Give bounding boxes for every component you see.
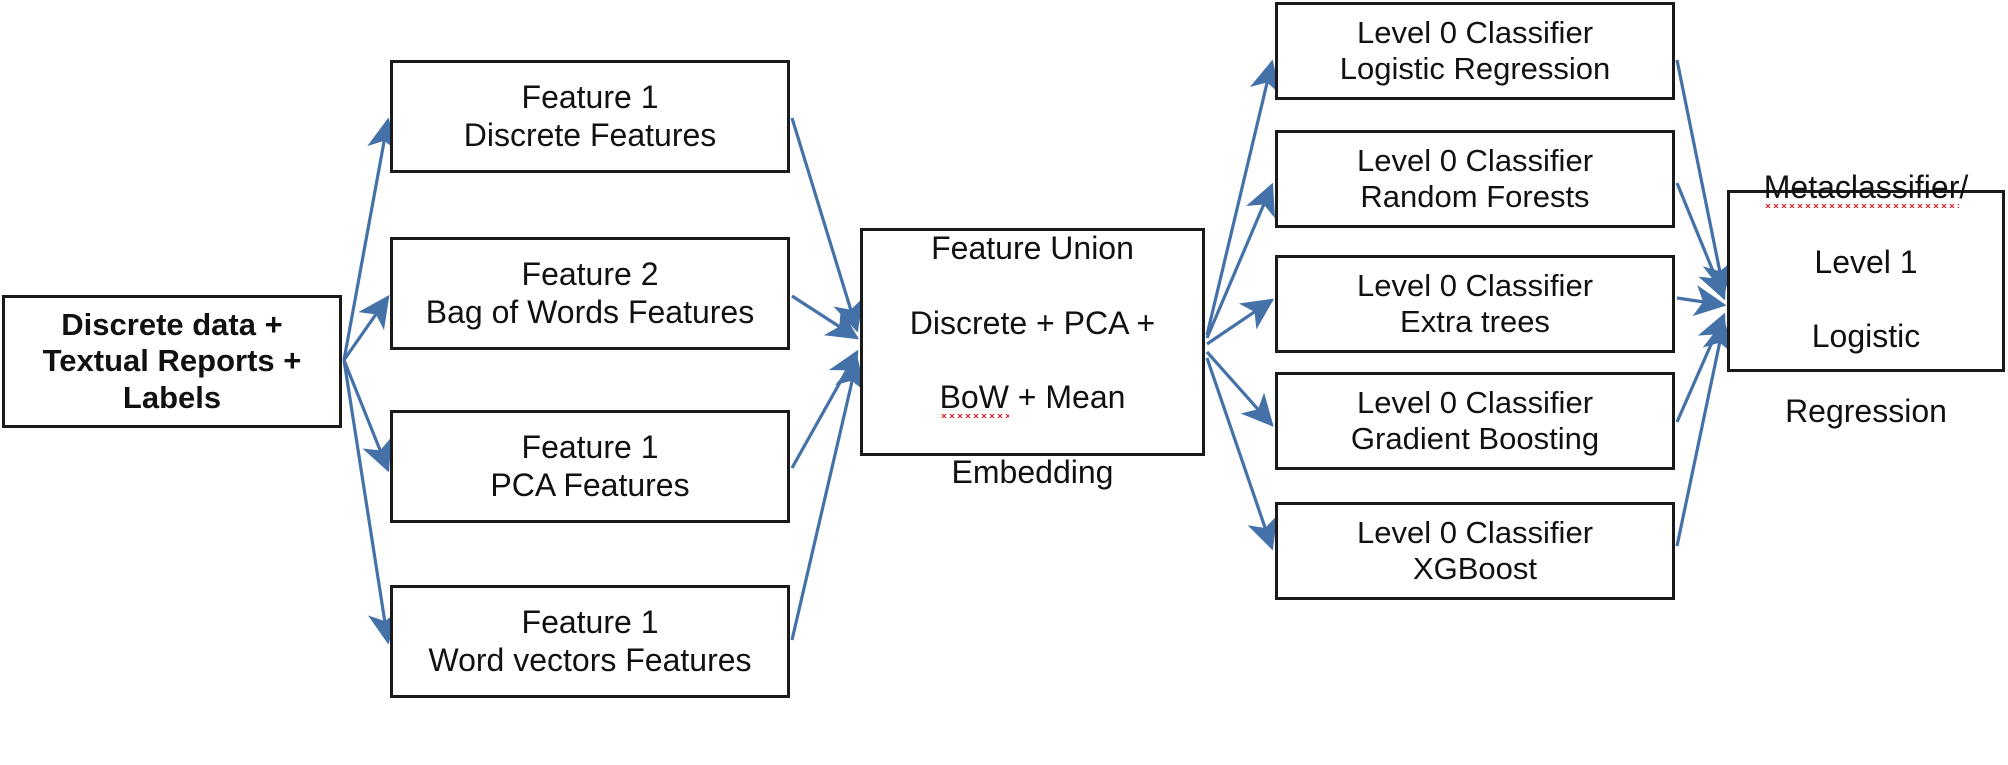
node-metaclassifier[interactable]: Metaclassifier/ Level 1 Logistic Regress… [1727,168,2005,429]
node-feature-bag-of-words[interactable]: Feature 2 Bag of Words Features [390,237,790,350]
edge-feature-discrete-to-union [790,117,864,333]
edge-source-to-feature-discrete [342,117,399,361]
edge-clf-xgboost-to-meta [1675,319,1734,547]
metaclassifier-line-1-rest: / [1959,168,1969,205]
edge-source-to-feature-pca [342,359,392,473]
node-metaclassifier-label: Metaclassifier/ Level 1 Logistic Regress… [1730,131,2002,431]
node-level0-xgboost[interactable]: Level 0 Classifier XGBoost [1275,502,1675,600]
edge-source-to-feature-wordvec [342,359,399,645]
node-level0-extra-trees-label: Level 0 Classifier Extra trees [1356,267,1594,339]
node-level0-random-forests-label: Level 0 Classifier Random Forests [1356,142,1594,214]
metaclassifier-line-3: Logistic [1811,318,1921,355]
edge-union-to-clf-random-forests [1205,182,1275,339]
feature-union-misspelled-word: BoW [939,379,1009,418]
node-level0-extra-trees[interactable]: Level 0 Classifier Extra trees [1275,255,1675,353]
feature-union-line-4: Embedding [951,454,1114,491]
edge-clf-logistic-to-meta [1675,59,1734,295]
edge-feature-wordvec-to-union [790,357,866,641]
feature-union-line-1: Feature Union [931,229,1134,266]
node-feature-discrete[interactable]: Feature 1 Discrete Features [390,60,790,173]
node-feature-pca[interactable]: Feature 1 PCA Features [390,410,790,523]
node-feature-word-vectors[interactable]: Feature 1 Word vectors Features [390,585,790,698]
node-feature-bag-of-words-label: Feature 2 Bag of Words Features [425,256,755,330]
node-feature-word-vectors-label: Feature 1 Word vectors Features [428,604,752,678]
node-source-data-label: Discrete data + Textual Reports + Labels [42,307,302,415]
edge-clf-extra-trees-to-meta [1676,285,1727,317]
node-source-data[interactable]: Discrete data + Textual Reports + Labels [2,295,342,428]
node-feature-union[interactable]: Feature Union Discrete + PCA + BoW + Mea… [860,228,1205,490]
node-feature-union-label: Feature Union Discrete + PCA + BoW + Mea… [863,192,1202,492]
edge-feature-pca-to-union [790,349,859,469]
node-feature-discrete-label: Feature 1 Discrete Features [463,79,717,153]
node-level0-logistic-regression-label: Level 0 Classifier Logistic Regression [1339,14,1611,86]
edge-source-to-feature-bow [342,294,390,361]
node-level0-random-forests[interactable]: Level 0 Classifier Random Forests [1275,130,1675,228]
feature-union-line-2: Discrete + PCA + [909,304,1156,341]
node-level0-gradient-boosting-label: Level 0 Classifier Gradient Boosting [1350,384,1600,456]
edge-union-to-clf-gradient-boosting [1205,350,1274,427]
edge-union-to-clf-xgboost [1205,357,1278,551]
edge-clf-random-forests-to-meta [1675,182,1728,301]
edge-clf-gradient-boosting-to-meta [1675,312,1727,423]
metaclassifier-line-2: Level 1 [1814,243,1918,280]
node-level0-logistic-regression[interactable]: Level 0 Classifier Logistic Regression [1275,2,1675,100]
node-feature-pca-label: Feature 1 PCA Features [490,429,690,503]
edge-feature-bow-to-union [791,294,860,340]
node-level0-gradient-boosting[interactable]: Level 0 Classifier Gradient Boosting [1275,372,1675,470]
feature-union-line-3-rest: + Mean [1008,379,1126,416]
edge-union-to-clf-extra-trees [1206,298,1275,346]
metaclassifier-misspelled-word: Metaclassifier [1763,168,1960,208]
edge-union-to-clf-logistic [1205,59,1281,336]
node-level0-xgboost-label: Level 0 Classifier XGBoost [1356,514,1594,586]
metaclassifier-line-4: Regression [1785,393,1947,430]
